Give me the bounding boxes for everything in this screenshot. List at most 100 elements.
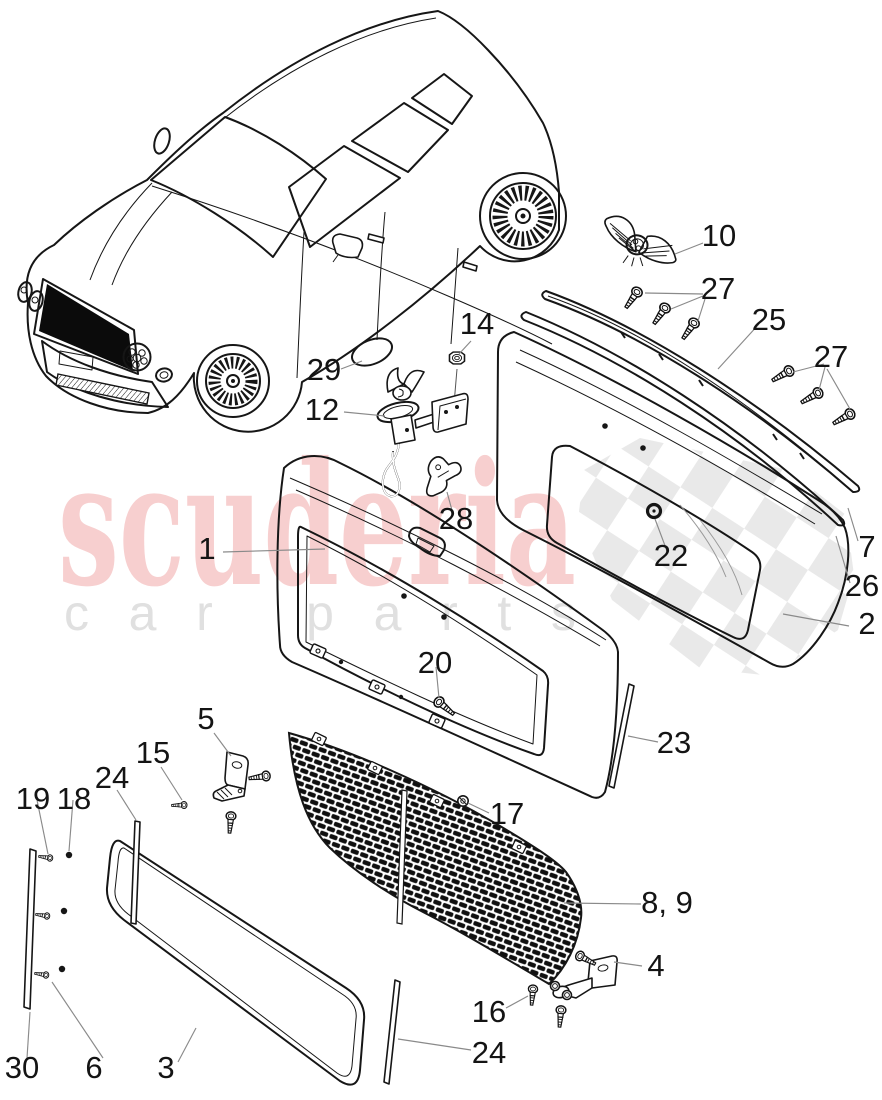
retaining-clip-part-28: [425, 456, 462, 497]
callout-label-30: 30: [5, 1050, 39, 1085]
fastener-part-17: [456, 794, 469, 807]
leader-line: [397, 1038, 472, 1051]
callout-label-2: 2: [858, 606, 875, 641]
gasket-pad-part-29: [351, 337, 393, 367]
bracket4-screw: [553, 1004, 567, 1029]
screw-27: [677, 315, 702, 343]
leader-line: [116, 789, 137, 821]
watermark-brand-text: scuderia: [58, 425, 576, 625]
leader-line: [177, 1027, 197, 1063]
leader-line: [36, 799, 49, 855]
screws-and-clips: [33, 284, 858, 1029]
callout-label-22: 22: [654, 538, 688, 573]
car-hood-seams: [89, 182, 173, 286]
strip-part-24-upper: [130, 820, 141, 925]
watermark-subtitle-text: car parts: [64, 585, 576, 641]
dot-18: [65, 851, 73, 859]
car-grille-black: [39, 284, 133, 371]
callout-label-26: 26: [845, 568, 879, 603]
callout-label-3: 3: [157, 1050, 174, 1085]
callout-label-5: 5: [197, 701, 214, 736]
screw-27: [798, 385, 826, 408]
clip-6: [33, 969, 50, 980]
callout-label-1: 1: [198, 531, 215, 566]
callout-label-8-9: 8, 9: [641, 885, 693, 920]
leader-line: [717, 323, 760, 370]
car-grille-surround: [33, 278, 139, 375]
car-illustration: [17, 10, 567, 433]
car-door-seams: [296, 211, 459, 379]
callout-label-14: 14: [460, 306, 494, 341]
leader-line: [654, 518, 668, 552]
callout-label-6: 6: [85, 1050, 102, 1085]
leader-line: [26, 1011, 31, 1059]
leader-line: [458, 340, 472, 355]
callout-label-20: 20: [418, 645, 452, 680]
dot-18: [58, 965, 66, 973]
top-molding-part-25-7: [541, 290, 861, 493]
leader-line: [222, 548, 326, 553]
car-door-handles: [367, 233, 478, 272]
callout-label-28: 28: [439, 501, 473, 536]
leader-line: [340, 360, 363, 370]
car-mirror-stalk: [332, 254, 339, 263]
bracket-part-4: [549, 955, 618, 1001]
leader-line: [446, 491, 454, 515]
callout-label-25: 25: [752, 302, 786, 337]
car-bumper-intake: [55, 373, 150, 405]
leader-line: [68, 799, 74, 852]
leader-line: [563, 902, 642, 905]
wings-emblem-part-10: [604, 215, 677, 267]
leader-line: [835, 535, 851, 584]
car-front-door-glass: [288, 145, 401, 248]
mascot-mechanism-part-12: [376, 367, 469, 498]
callout-label-29: 29: [307, 352, 341, 387]
leader-line: [674, 242, 704, 255]
car-quarter-glass: [411, 73, 473, 125]
bracket5-screw: [247, 769, 272, 784]
dot-18: [60, 907, 68, 915]
panel-hole-dot: [602, 423, 608, 429]
gasket-strip-part-26: [520, 311, 846, 527]
leader-line: [343, 411, 386, 417]
shell-hole-dot: [441, 614, 447, 620]
car-rear-door-glass: [351, 102, 449, 173]
leader-line: [847, 507, 859, 542]
rear-shell-panel-part-2: [496, 331, 850, 668]
callout-labels: 1 2 3 4 5 6 7 8, 9 10 12 14 15 16 17 18 …: [5, 218, 879, 1085]
leader-line: [467, 802, 490, 814]
screw-27: [620, 284, 645, 312]
grille-mesh-part-8-9: [287, 731, 583, 986]
strip-part-23: [608, 683, 635, 789]
car-headlamps: [17, 281, 173, 383]
screw-27: [648, 300, 673, 328]
car-body-outline: [25, 10, 560, 433]
screw-15: [171, 800, 188, 810]
callout-label-23: 23: [657, 725, 691, 760]
leader-lines: [26, 242, 859, 1063]
leader-line: [213, 732, 232, 757]
callout-label-10: 10: [702, 218, 736, 253]
car-plate-recess: [58, 350, 94, 371]
grille-surround-part-3: [105, 839, 366, 1086]
bracket-part-5: [212, 751, 249, 802]
callout-label-24: 24: [472, 1035, 506, 1070]
car-right-mirror: [331, 233, 364, 259]
leader-line: [505, 995, 529, 1009]
radiator-shell-part-1: [276, 455, 619, 799]
watermark: scuderia car parts: [58, 425, 854, 676]
car-windshield: [150, 116, 327, 258]
callout-label-27: 27: [701, 271, 735, 306]
strip-part-24-lower: [383, 979, 401, 1085]
leader-line: [160, 766, 183, 801]
clip-6: [34, 910, 51, 921]
leader-line: [644, 292, 706, 322]
molding-clip-ticks: [620, 331, 805, 460]
panel-hole-dot: [640, 445, 646, 451]
mesh-center-divider: [396, 789, 408, 925]
callout-label-18: 18: [57, 781, 91, 816]
callout-label-24: 24: [95, 760, 129, 795]
grommet-part-22: [645, 502, 663, 520]
